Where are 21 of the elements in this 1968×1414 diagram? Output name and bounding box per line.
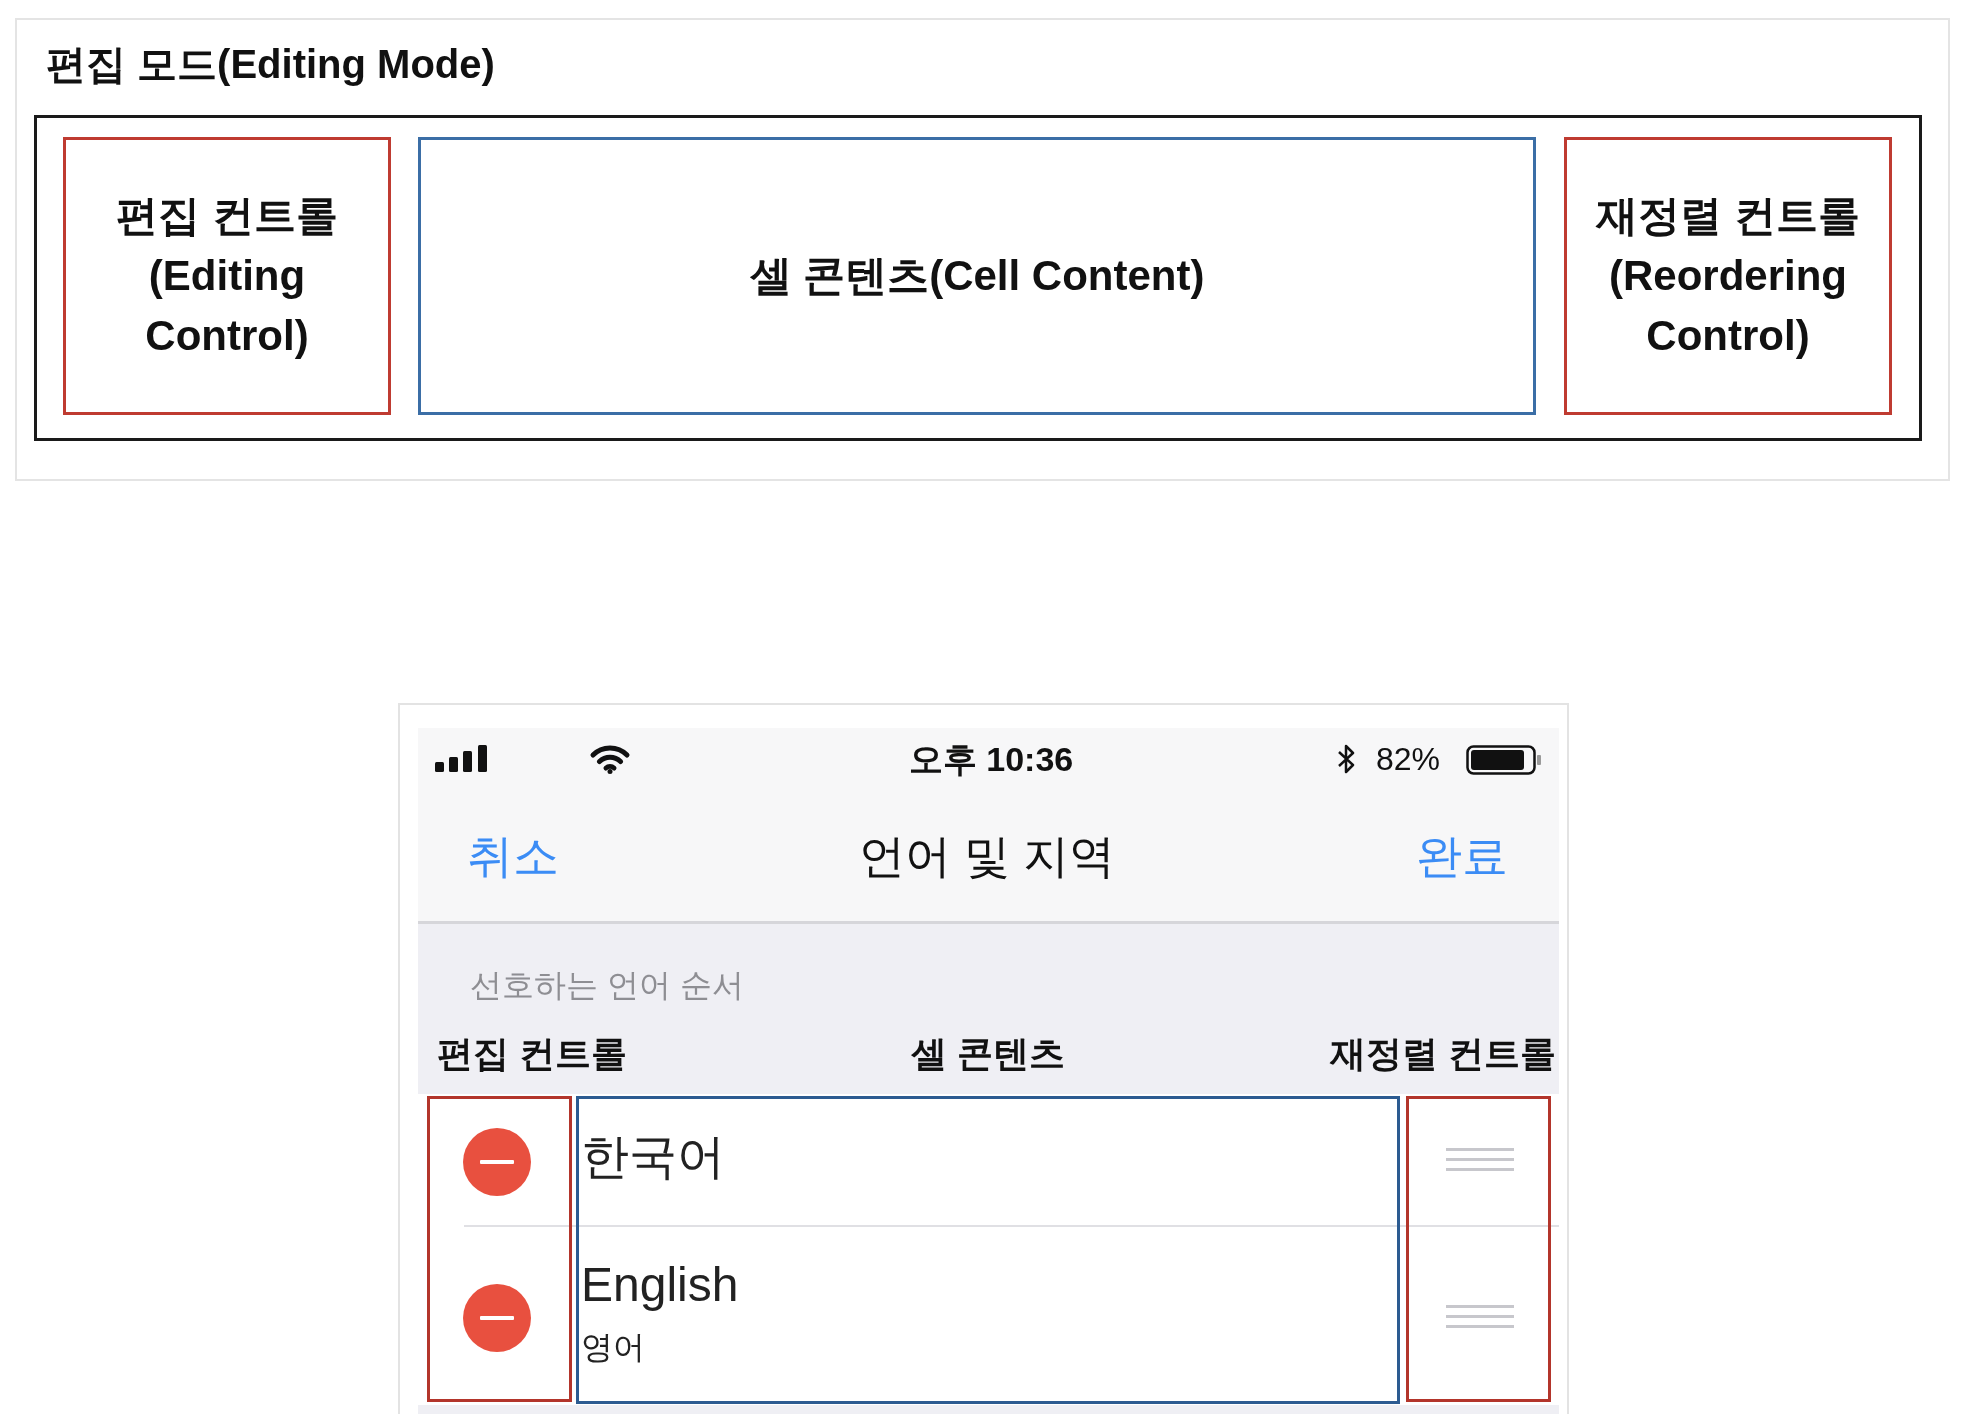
- cell-content-box: [418, 137, 1536, 415]
- screen-title: 언어 및 지역: [859, 829, 1115, 884]
- box-label: 편집 컨트롤 (Editing Control): [115, 191, 339, 361]
- diagram-card: [15, 18, 1950, 481]
- reordering-control-box: [1564, 137, 1892, 415]
- cell-frame: [34, 115, 1922, 441]
- region-heading: 셀 콘텐츠: [911, 1032, 1065, 1076]
- cancel-action-label: 취소: [467, 829, 559, 884]
- box-label: 셀 콘텐츠(Cell Content): [749, 251, 1205, 301]
- region-heading: 재정렬 컨트롤: [1330, 1032, 1556, 1076]
- editing-control-box: [63, 137, 391, 415]
- region-heading: 편집 컨트롤: [437, 1032, 627, 1076]
- section-header: 선호하는 언어 순서: [470, 966, 744, 1005]
- done-action-label: 완료: [1416, 829, 1508, 884]
- cell-title: English: [581, 1257, 739, 1313]
- status-time: 오후 10:36: [908, 738, 1074, 780]
- battery-percent: 82%: [1376, 740, 1441, 779]
- cell-title: 한국어: [581, 1129, 725, 1185]
- cell-subtitle: 영어: [581, 1328, 645, 1367]
- mode-label: 편집 모드(Editing Mode): [46, 41, 495, 88]
- box-label: 재정렬 컨트롤 (Reordering Control): [1594, 191, 1861, 361]
